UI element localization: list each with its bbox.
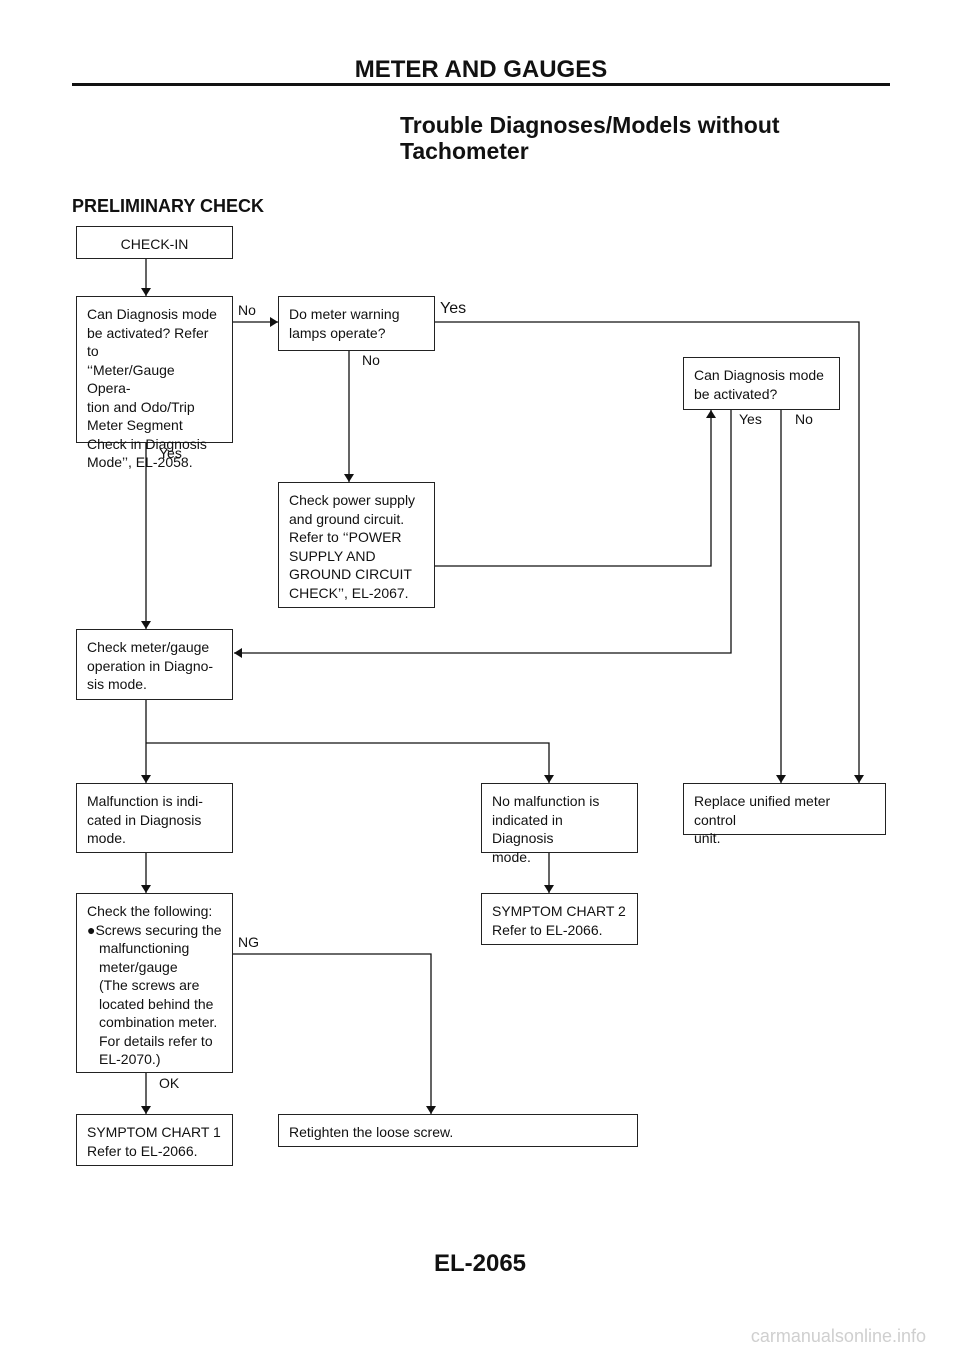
node-can-diagnosis-mode-2: Can Diagnosis mode be activated?	[683, 357, 840, 410]
text-line: No malfunction is	[492, 793, 600, 809]
header-rule	[72, 83, 890, 86]
node-malfunction-indicated: Malfunction is indi- cated in Diagnosis …	[76, 783, 233, 853]
section-heading: PRELIMINARY CHECK	[72, 196, 265, 216]
text-line: combination meter.	[99, 1014, 218, 1030]
text-line: Mode’’, EL-2058.	[87, 454, 193, 470]
text-line: Check power supply	[289, 492, 416, 508]
text-line: located behind the	[99, 995, 214, 1012]
page-number: EL-2065	[433, 1250, 527, 1277]
node-check-following: Check the following: ●Screws securing th…	[76, 893, 233, 1073]
node-no-malfunction: No malfunction is indicated in Diagnosis…	[481, 783, 638, 865]
title-line-2: Tachometer	[400, 138, 529, 164]
text-line: and ground circuit.	[289, 510, 405, 527]
edge-label-ng: NG	[238, 934, 259, 950]
node-can-diagnosis-mode: Can Diagnosis mode be activated? Refer t…	[76, 296, 233, 470]
node-warning-lamps: Do meter warning lamps operate?	[278, 296, 435, 351]
text-line: Can Diagnosis mode	[694, 367, 824, 383]
edge-checkfollowing-ng-to-retighten	[233, 953, 436, 1114]
node-retighten-text: Retighten the loose screw.	[289, 1124, 454, 1140]
edge-label-yes: Yes	[440, 300, 467, 317]
bullet-item: ●Screws securing the	[87, 921, 222, 938]
node-check-in: CHECK-IN	[76, 226, 233, 259]
text-line: mode.	[87, 830, 126, 846]
text-line: unit.	[694, 830, 721, 846]
edge-label-yes: Yes	[739, 411, 762, 427]
text-line: Refer to EL-2066.	[492, 921, 603, 938]
text-line: Replace unified meter control	[694, 793, 831, 828]
text-line: Check meter/gauge	[87, 639, 210, 655]
node-power-supply-check: Check power supply and ground circuit. R…	[278, 482, 435, 608]
text-line: be activated?	[694, 385, 778, 402]
edge-power-to-candiag2	[435, 410, 716, 567]
edge-warning-yes-to-replace	[435, 321, 864, 783]
edge-label-no: No	[238, 302, 256, 318]
text-line: indicated in Diagnosis	[492, 811, 563, 847]
text-line: Refer to ‘‘POWER	[289, 529, 402, 545]
text-line: malfunctioning	[99, 940, 190, 956]
text-line: GROUND CIRCUIT	[289, 566, 412, 582]
text-line: SYMPTOM CHART 1	[87, 1124, 221, 1140]
edge-candiag2-yes-to-checkmeter	[234, 410, 732, 658]
text-line: CHECK’’, EL-2067.	[289, 584, 409, 601]
page-header: METER AND GAUGES	[354, 56, 608, 83]
edge-checkmeter-to-nomalfunction	[146, 742, 554, 783]
text-line: SUPPLY AND	[289, 547, 376, 564]
text-line: Refer to EL-2066.	[87, 1142, 198, 1159]
text-line: EL-2070.)	[99, 1051, 161, 1067]
text-line: operation in Diagno-	[87, 657, 214, 674]
text-line: be activated? Refer to	[87, 324, 209, 360]
text-line: Can Diagnosis mode	[87, 306, 217, 322]
text-line: mode.	[492, 848, 531, 865]
text-line: cated in Diagnosis	[87, 811, 202, 828]
text-line: Check in Diagnosis	[87, 435, 207, 452]
text-line: sis mode.	[87, 676, 147, 692]
edge-label-ok: OK	[159, 1075, 180, 1091]
node-retighten-screw: Retighten the loose screw.	[278, 1114, 638, 1147]
text-line: meter/gauge	[99, 958, 178, 975]
node-symptom-chart-2: SYMPTOM CHART 2 Refer to EL-2066.	[481, 893, 638, 945]
node-symptom-chart-1: SYMPTOM CHART 1 Refer to EL-2066.	[76, 1114, 233, 1166]
text-line: Malfunction is indi-	[87, 793, 203, 809]
watermark: carmanualsonline.info	[750, 1326, 926, 1346]
text-line: For details refer to	[99, 1032, 213, 1049]
node-check-in-text: CHECK-IN	[120, 236, 189, 252]
text-line: Check the following:	[87, 903, 213, 919]
edge-label-no: No	[362, 352, 380, 368]
text-line: ‘‘Meter/Gauge Opera-	[87, 361, 175, 397]
text-line: tion and Odo/Trip	[87, 398, 195, 415]
text-line: (The screws are	[99, 977, 200, 993]
text-line: Do meter warning	[289, 306, 400, 322]
page-title: Trouble Diagnoses/Models without Tachome…	[400, 112, 780, 164]
node-check-meter-gauge: Check meter/gauge operation in Diagno- s…	[76, 629, 233, 700]
title-line-1: Trouble Diagnoses/Models without	[400, 112, 780, 138]
edge-label-yes: Yes	[159, 445, 182, 461]
text-line: SYMPTOM CHART 2	[492, 903, 626, 919]
text-line: lamps operate?	[289, 324, 386, 341]
node-replace-unit: Replace unified meter control unit.	[683, 783, 886, 846]
edge-label-no: No	[795, 411, 813, 427]
text-line: Meter Segment	[87, 417, 183, 433]
